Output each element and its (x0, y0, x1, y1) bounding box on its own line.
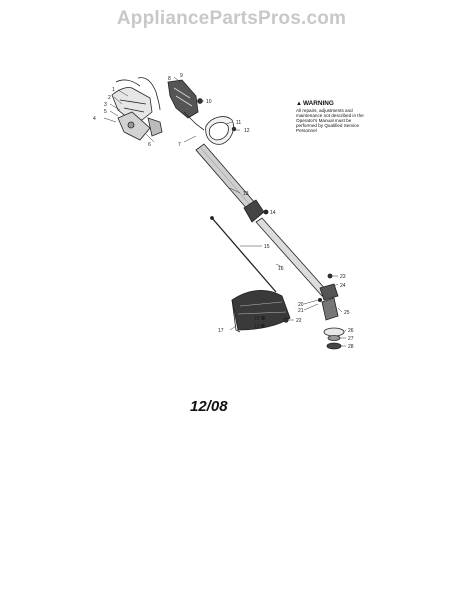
callout-6: 6 (148, 142, 151, 148)
date-code: 12/08 (190, 398, 228, 415)
callout-10: 10 (206, 99, 212, 105)
upper-shaft (195, 143, 257, 211)
callout-1: 1 (112, 87, 115, 93)
guard-assembly (231, 290, 291, 333)
drive-cable (210, 216, 277, 293)
callout-23: 23 (340, 274, 346, 280)
callout-22: 22 (296, 318, 302, 324)
callout-7: 7 (178, 142, 181, 148)
callout-5: 5 (104, 109, 107, 115)
callout-21: 21 (298, 308, 304, 314)
callout-16: 16 (278, 266, 284, 272)
callout-leaders (103, 76, 347, 347)
lower-shaft (255, 217, 329, 297)
watermark: AppliancePartsPros.com (116, 8, 347, 29)
callout-25: 25 (344, 310, 350, 316)
callout-18: 18 (254, 316, 260, 322)
callout-2: 2 (108, 95, 111, 101)
callout-12: 12 (244, 128, 250, 134)
callout-26: 26 (348, 328, 354, 334)
callout-labels: 1 2 3 4 5 6 7 8 9 10 11 12 13 14 15 16 1… (93, 73, 354, 350)
callout-13: 13 (243, 191, 249, 197)
callout-11: 11 (236, 120, 241, 126)
warning-label: ▲WARNING All repairs, adjustments and ma… (296, 100, 370, 133)
callout-19: 19 (254, 324, 260, 330)
callout-15: 15 (264, 244, 270, 250)
warning-triangle-icon: ▲ (296, 101, 302, 107)
callout-27: 27 (348, 336, 354, 342)
callout-28: 28 (348, 344, 354, 350)
callout-9: 9 (180, 73, 183, 79)
callout-17: 17 (218, 328, 224, 334)
engine-housing (167, 79, 205, 131)
callout-4: 4 (93, 116, 96, 122)
callout-24: 24 (340, 283, 346, 289)
warning-text: All repairs, adjustments and maintenance… (296, 108, 364, 133)
callout-20: 20 (298, 302, 304, 308)
handle-assembly (111, 77, 163, 141)
trimmer-head-assembly (317, 273, 345, 350)
housing-cover (205, 116, 237, 145)
callout-14: 14 (270, 210, 276, 216)
callout-8: 8 (168, 76, 171, 82)
callout-3: 3 (104, 102, 107, 108)
warning-title: ▲WARNING (296, 100, 334, 107)
